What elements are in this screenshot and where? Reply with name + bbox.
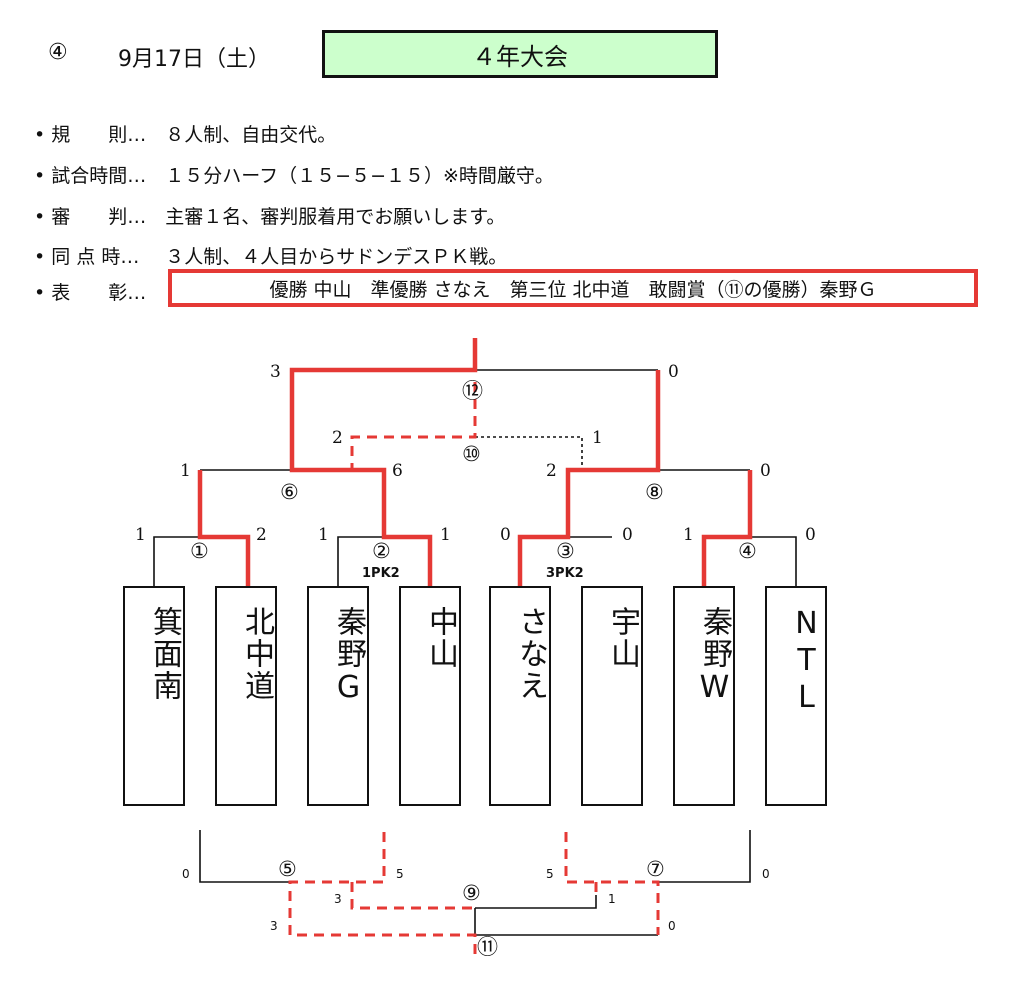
team-name: NTL xyxy=(789,606,824,717)
match-label-m6: ⑥ xyxy=(280,480,299,504)
rule-award: • 表 彰… xyxy=(34,278,159,305)
score-m9-left: 3 xyxy=(334,892,342,906)
team-box: さなえ xyxy=(489,586,551,806)
rule-text: １５分ハーフ（１５−５−１５）※時間厳守。 xyxy=(165,165,554,187)
score-m1-left: 1 xyxy=(135,525,146,545)
team-box: NTL xyxy=(765,586,827,806)
score-m2-right: 1 xyxy=(440,525,451,545)
rule-label: 規 則… xyxy=(51,124,147,146)
rule-tie: • 同 点 時… ３人制、４人目からサドンデスＰＫ戦。 xyxy=(34,242,507,269)
score-m12-left: 3 xyxy=(270,362,281,382)
match-label-m5: ⑤ xyxy=(278,857,297,881)
score-m6-left: 1 xyxy=(180,461,191,481)
rule-label: 試合時間… xyxy=(51,165,147,187)
score-m6-right: 6 xyxy=(392,461,403,481)
score-m3-right: 0 xyxy=(622,525,633,545)
score-m11-right: 0 xyxy=(668,919,676,933)
event-date: 9月17日（土） xyxy=(118,47,270,72)
score-m3-left: 0 xyxy=(500,525,511,545)
score-m7-left: 5 xyxy=(546,867,554,881)
score-m9-right: 1 xyxy=(608,892,616,906)
rule-regulation: • 規 則… ８人制、自由交代。 xyxy=(34,120,336,147)
match-label-m8: ⑧ xyxy=(645,480,664,504)
match-label-m11: ⑪ xyxy=(477,935,498,959)
score-m12-right: 0 xyxy=(668,362,679,382)
rule-label: 表 彰… xyxy=(51,282,147,304)
team-box: 中山 xyxy=(399,586,461,806)
team-box: 箕面南 xyxy=(123,586,185,806)
score-m1-right: 2 xyxy=(256,525,267,545)
match-label-m9: ⑨ xyxy=(462,881,481,905)
event-number: ④ xyxy=(48,40,68,65)
score-m8-left: 2 xyxy=(546,461,557,481)
match-label-m2: ② xyxy=(372,539,391,563)
rule-label: 審 判… xyxy=(51,206,147,228)
rule-label: 同 点 時… xyxy=(51,246,140,268)
team-box: 秦野G xyxy=(307,586,369,806)
score-m5-right: 5 xyxy=(396,867,404,881)
bracket-line-m10-right xyxy=(475,436,583,470)
match-label-m1: ① xyxy=(190,539,209,563)
team-name: さなえ xyxy=(513,606,548,702)
award-box: 優勝 中山 準優勝 さなえ 第三位 北中道 敢闘賞（⑪の優勝）秦野Ｇ xyxy=(168,269,978,307)
match-label-m10: ⑩ xyxy=(462,442,481,466)
team-box: 秦野W xyxy=(673,586,735,806)
match-label-m4: ④ xyxy=(738,539,757,563)
pk-m3: 3PK2 xyxy=(546,566,584,581)
score-m5-left: 0 xyxy=(182,867,190,881)
team-name: 中山 xyxy=(423,606,458,670)
bracket-lines-consolation xyxy=(288,382,660,958)
score-m10-right: 1 xyxy=(592,428,603,448)
team-name: 宇山 xyxy=(605,606,640,670)
team-name: 箕面南 xyxy=(147,606,182,702)
bracket-lines-winner xyxy=(197,338,753,586)
team-box: 北中道 xyxy=(215,586,277,806)
rule-text: ３人制、４人目からサドンデスＰＫ戦。 xyxy=(165,246,508,268)
rule-match-time: • 試合時間… １５分ハーフ（１５−５−１５）※時間厳守。 xyxy=(34,161,554,188)
team-box: 宇山 xyxy=(581,586,643,806)
match-label-m7: ⑦ xyxy=(646,857,665,881)
team-name: 秦野G xyxy=(331,606,366,707)
rule-text: 主審１名、審判服着用でお願いします。 xyxy=(165,206,506,228)
score-m2-left: 1 xyxy=(318,525,329,545)
score-m4-left: 1 xyxy=(683,525,694,545)
team-name: 秦野W xyxy=(697,606,732,707)
rule-text: ８人制、自由交代。 xyxy=(165,124,337,146)
team-name: 北中道 xyxy=(239,606,274,702)
score-m10-left: 2 xyxy=(332,428,343,448)
page-title: ４年大会 xyxy=(322,30,718,78)
pk-m2: 1PK2 xyxy=(362,566,400,581)
score-m7-right: 0 xyxy=(762,867,770,881)
score-m11-left: 3 xyxy=(270,919,278,933)
score-m8-right: 0 xyxy=(760,461,771,481)
match-label-m12: ⑫ xyxy=(462,379,483,403)
rule-referee: • 審 判… 主審１名、審判服着用でお願いします。 xyxy=(34,202,505,229)
match-label-m3: ③ xyxy=(556,539,575,563)
score-m4-right: 0 xyxy=(805,525,816,545)
